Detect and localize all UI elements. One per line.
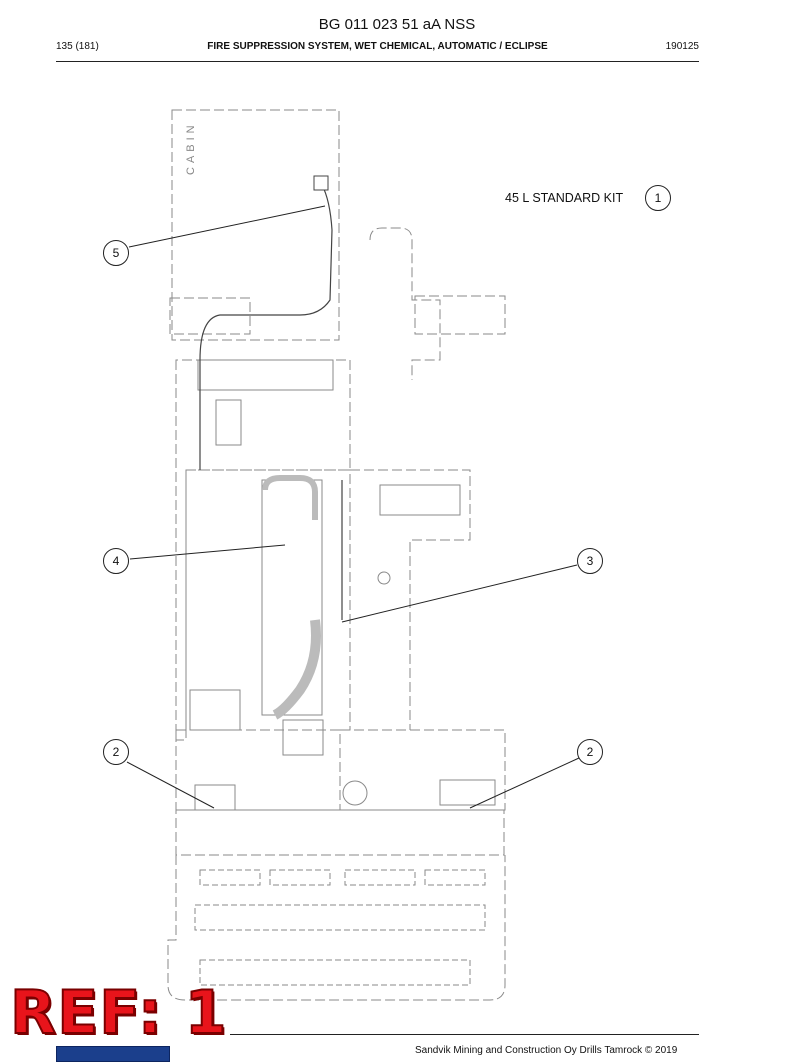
kit-label: 45 L STANDARD KIT	[505, 191, 624, 205]
right-bracket	[414, 295, 506, 335]
tail-frame	[167, 855, 506, 1001]
section-title: FIRE SUPPRESSION SYSTEM, WET CHEMICAL, A…	[207, 41, 548, 52]
hydraulic-frame	[350, 469, 471, 730]
rear-left-box	[175, 729, 341, 811]
detection-wire	[199, 184, 333, 470]
valve-block	[379, 484, 461, 516]
company-logo	[56, 1046, 170, 1062]
page-number: 135 (181)	[56, 41, 99, 52]
cabin-outline	[171, 109, 340, 341]
ref-stamp: REF: 1	[9, 978, 228, 1048]
document-title: BG 011 023 51 aA NSS	[318, 16, 476, 33]
footer-copyright: Sandvik Mining and Construction Oy Drill…	[415, 1045, 678, 1056]
rear-right-box	[339, 729, 506, 811]
callout-5: 5	[103, 240, 129, 266]
rear-frame	[175, 809, 505, 856]
boom-bracket	[369, 227, 441, 380]
leader-4	[129, 544, 286, 560]
callout-2-left: 2	[103, 739, 129, 765]
leader-2-left	[126, 761, 215, 809]
callout-2-right: 2	[577, 739, 603, 765]
engine-bay	[185, 469, 351, 731]
leader-5	[128, 205, 326, 248]
engine-cover	[197, 359, 334, 391]
footer-rule	[230, 1034, 699, 1035]
left-bracket	[169, 297, 251, 335]
leader-2-right	[469, 757, 580, 809]
cabin-label: CABIN	[185, 121, 197, 175]
engine-frame	[175, 359, 351, 741]
callout-1: 1	[645, 185, 671, 211]
header-rule	[56, 61, 699, 62]
leader-3	[341, 564, 578, 623]
document-code: 190125	[665, 41, 699, 52]
callout-4: 4	[103, 548, 129, 574]
release-unit	[313, 175, 329, 191]
callout-3: 3	[577, 548, 603, 574]
